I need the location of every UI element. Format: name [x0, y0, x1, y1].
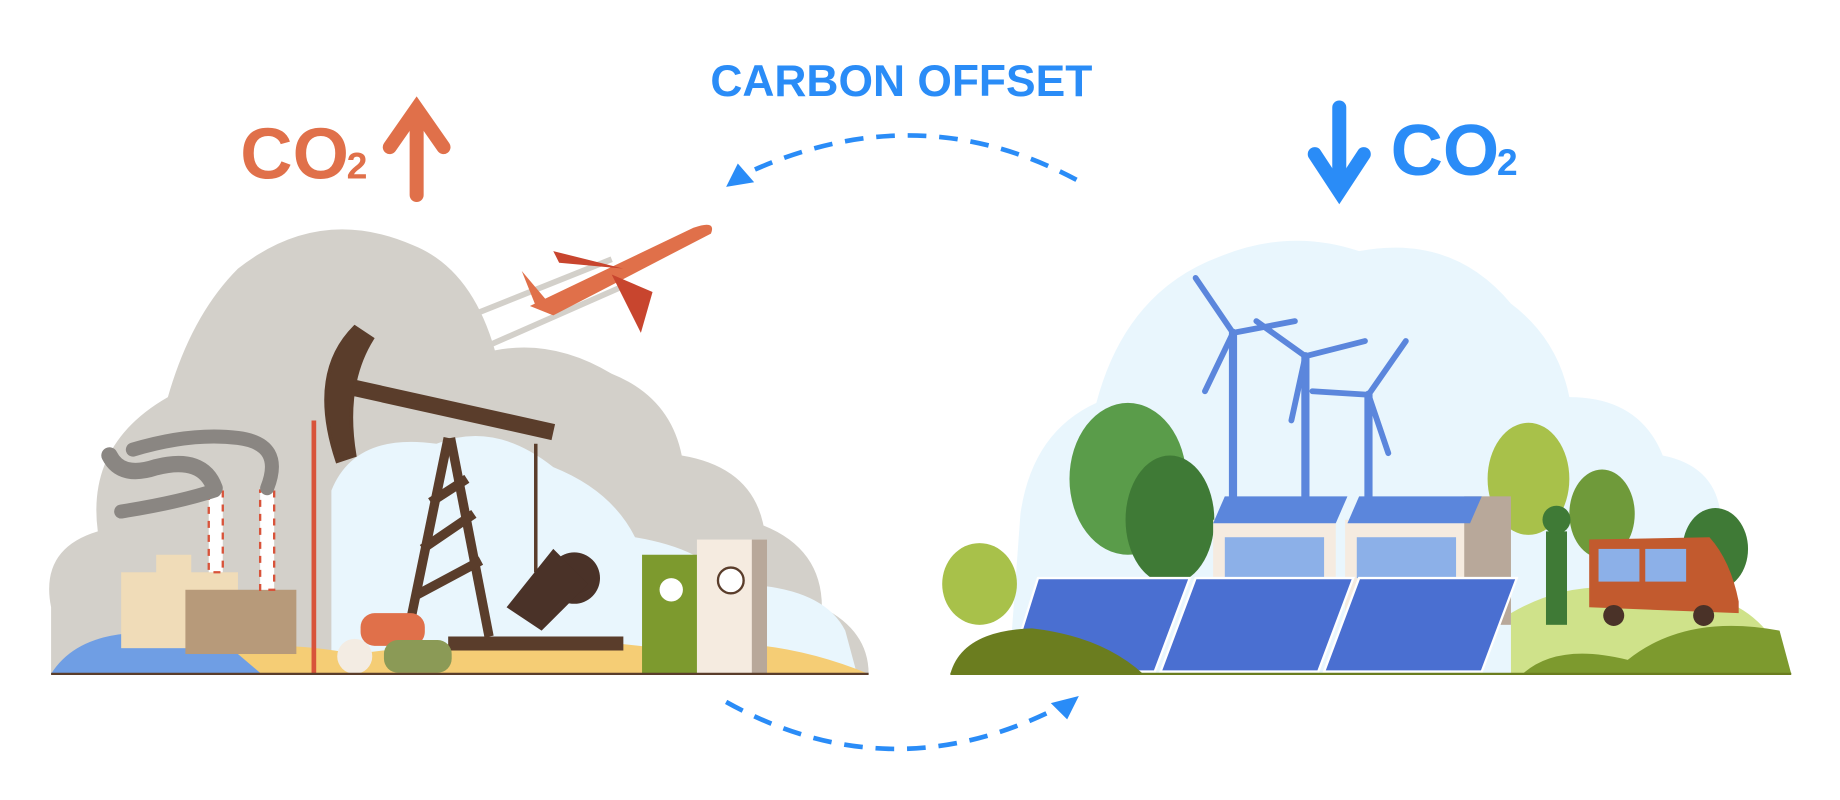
pollution-scene: [49, 224, 869, 676]
oil-pump-jack: [311, 324, 624, 674]
co2-right-text: CO: [1391, 110, 1500, 191]
trees: [942, 402, 1749, 625]
barrels: [337, 613, 452, 674]
water: [51, 632, 262, 674]
arrow-down-icon: [1307, 100, 1371, 205]
wind-turbines: [1192, 275, 1409, 507]
co2-decrease-label: CO 2: [1391, 110, 1518, 191]
co2-left-subscript: 2: [347, 145, 368, 187]
co2-right-subscript: 2: [1497, 141, 1518, 183]
co2-left-text: CO: [240, 114, 349, 195]
arrow-up-icon: [382, 96, 451, 203]
factory: [101, 429, 297, 655]
co2-increase-label: CO 2: [240, 114, 367, 195]
oil-tanks: [642, 539, 768, 674]
cycle-arrow-bottom: [724, 696, 1079, 752]
cycle-arrow-top: [726, 133, 1078, 187]
title: CARBON OFFSET: [710, 57, 1092, 106]
electric-car-icon: [1589, 537, 1739, 626]
bush-left: [950, 628, 1144, 674]
ev-charger: [1542, 505, 1571, 625]
renewable-scene: [942, 240, 1792, 676]
bush-right: [1522, 625, 1792, 674]
airplane-icon: [464, 224, 713, 354]
